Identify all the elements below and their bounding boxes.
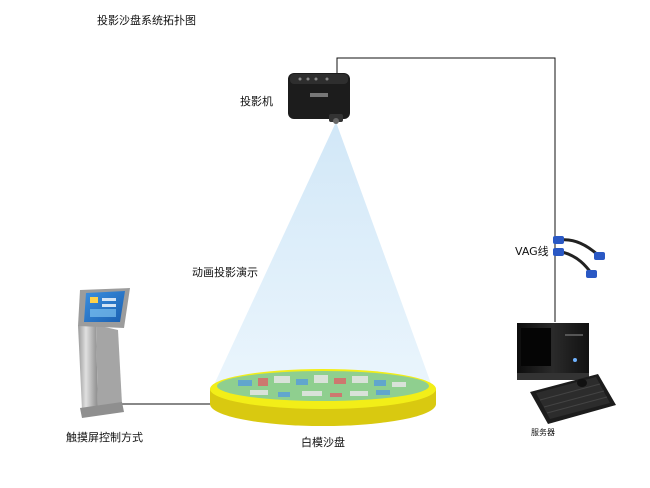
server-label: 服务器 [531, 428, 555, 437]
cable-label: VAG线 [515, 245, 549, 258]
touchscreen-label: 触摸屏控制方式 [66, 431, 143, 444]
vga-cable-icon [553, 236, 605, 278]
diagram-title: 投影沙盘系统拓扑图 [97, 14, 196, 27]
server-icon [517, 323, 589, 380]
projector-label: 投影机 [240, 95, 273, 108]
keyboard-icon [530, 374, 616, 424]
touchscreen-kiosk-icon [78, 288, 130, 418]
cable-projector-server [336, 57, 556, 322]
connection-lines [122, 57, 556, 405]
projection-beam [212, 122, 433, 389]
animation-label: 动画投影演示 [192, 266, 258, 279]
sand-table-icon [210, 369, 436, 426]
sandtable-label: 白模沙盘 [301, 436, 345, 449]
projector-icon [288, 73, 350, 124]
